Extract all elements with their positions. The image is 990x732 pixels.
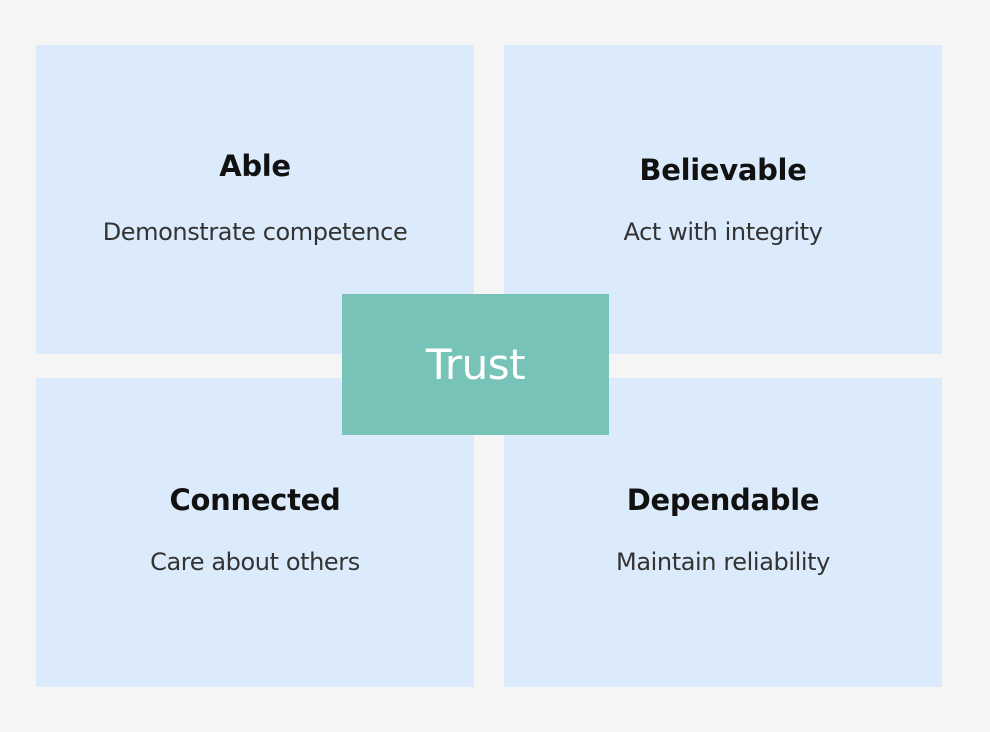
quadrant-title: Able — [219, 149, 291, 183]
quadrant-description: Demonstrate competence — [102, 218, 408, 246]
quadrant-title: Believable — [639, 153, 807, 187]
trust-label: Trust — [425, 340, 526, 389]
trust-center-box: Trust — [342, 294, 609, 435]
quadrant-title: Dependable — [626, 483, 820, 517]
quadrant-description: Act with integrity — [623, 218, 823, 246]
quadrant-description: Care about others — [150, 548, 360, 576]
quadrant-description: Maintain reliability — [616, 548, 830, 576]
quadrant-title: Connected — [169, 483, 341, 517]
quadrant-able: Able Demonstrate competence — [36, 45, 474, 354]
